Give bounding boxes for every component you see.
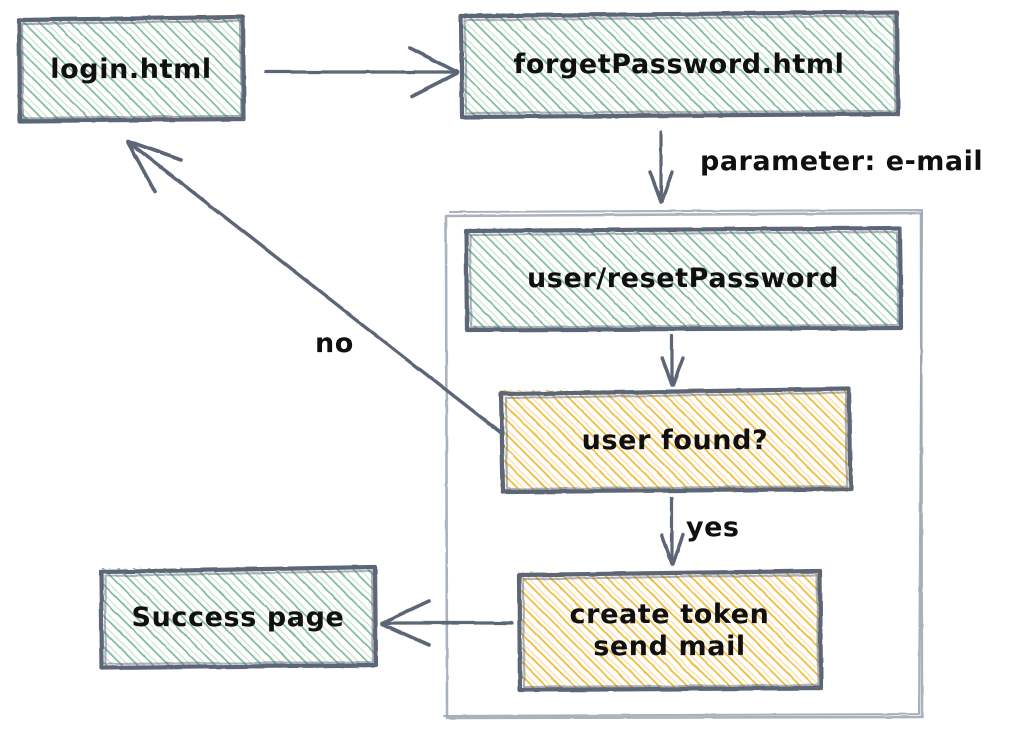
edge-label-parameter-email: parameter: e-mail bbox=[700, 146, 984, 177]
node-shape-success-page bbox=[98, 564, 379, 671]
edge-userfound-to-create bbox=[660, 496, 685, 566]
edge-forget-to-reset bbox=[648, 130, 674, 204]
node-shape-forget-password bbox=[458, 9, 901, 120]
edge-login-to-forget bbox=[264, 46, 459, 98]
node-shape-login bbox=[16, 14, 247, 124]
node-shape-user-reset-password bbox=[463, 225, 904, 333]
edge-create-to-success bbox=[380, 599, 514, 647]
edge-userfound-to-login bbox=[126, 139, 502, 434]
node-shape-create-token-send-mail bbox=[516, 568, 824, 693]
backend-container-shape bbox=[442, 208, 924, 720]
edge-label-no: no bbox=[315, 328, 354, 359]
edge-reset-to-userfound bbox=[660, 334, 685, 387]
edge-label-yes: yes bbox=[686, 512, 740, 543]
node-shape-user-found bbox=[498, 386, 854, 495]
